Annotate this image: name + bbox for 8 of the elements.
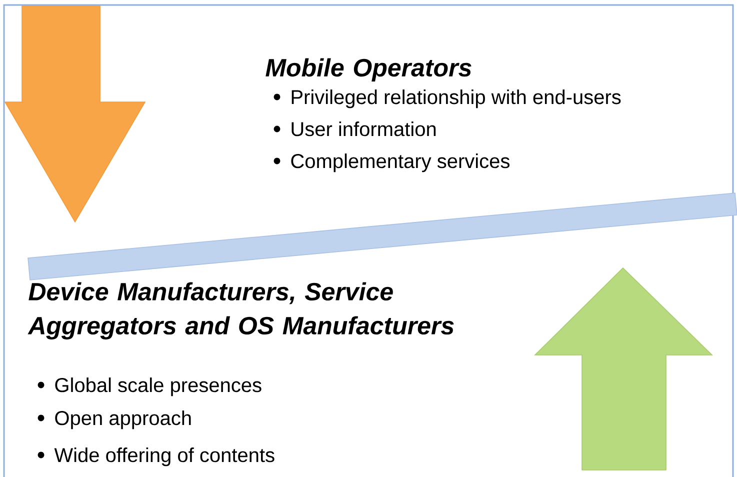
bullet-text: Global scale presences <box>55 378 262 396</box>
bullet-text: Open approach <box>55 410 191 430</box>
heading: Device Manufacturers, Service Aggregators and OS Manufacturers <box>28 282 454 340</box>
bullet-text: Wide offering of contents <box>54 448 274 466</box>
bullet-text: Complementary services <box>291 154 510 172</box>
heading: Mobile Operators <box>266 58 472 82</box>
bullet-text: User information <box>292 122 436 136</box>
bullet-text: Privileged relationship with end-users <box>292 90 621 108</box>
